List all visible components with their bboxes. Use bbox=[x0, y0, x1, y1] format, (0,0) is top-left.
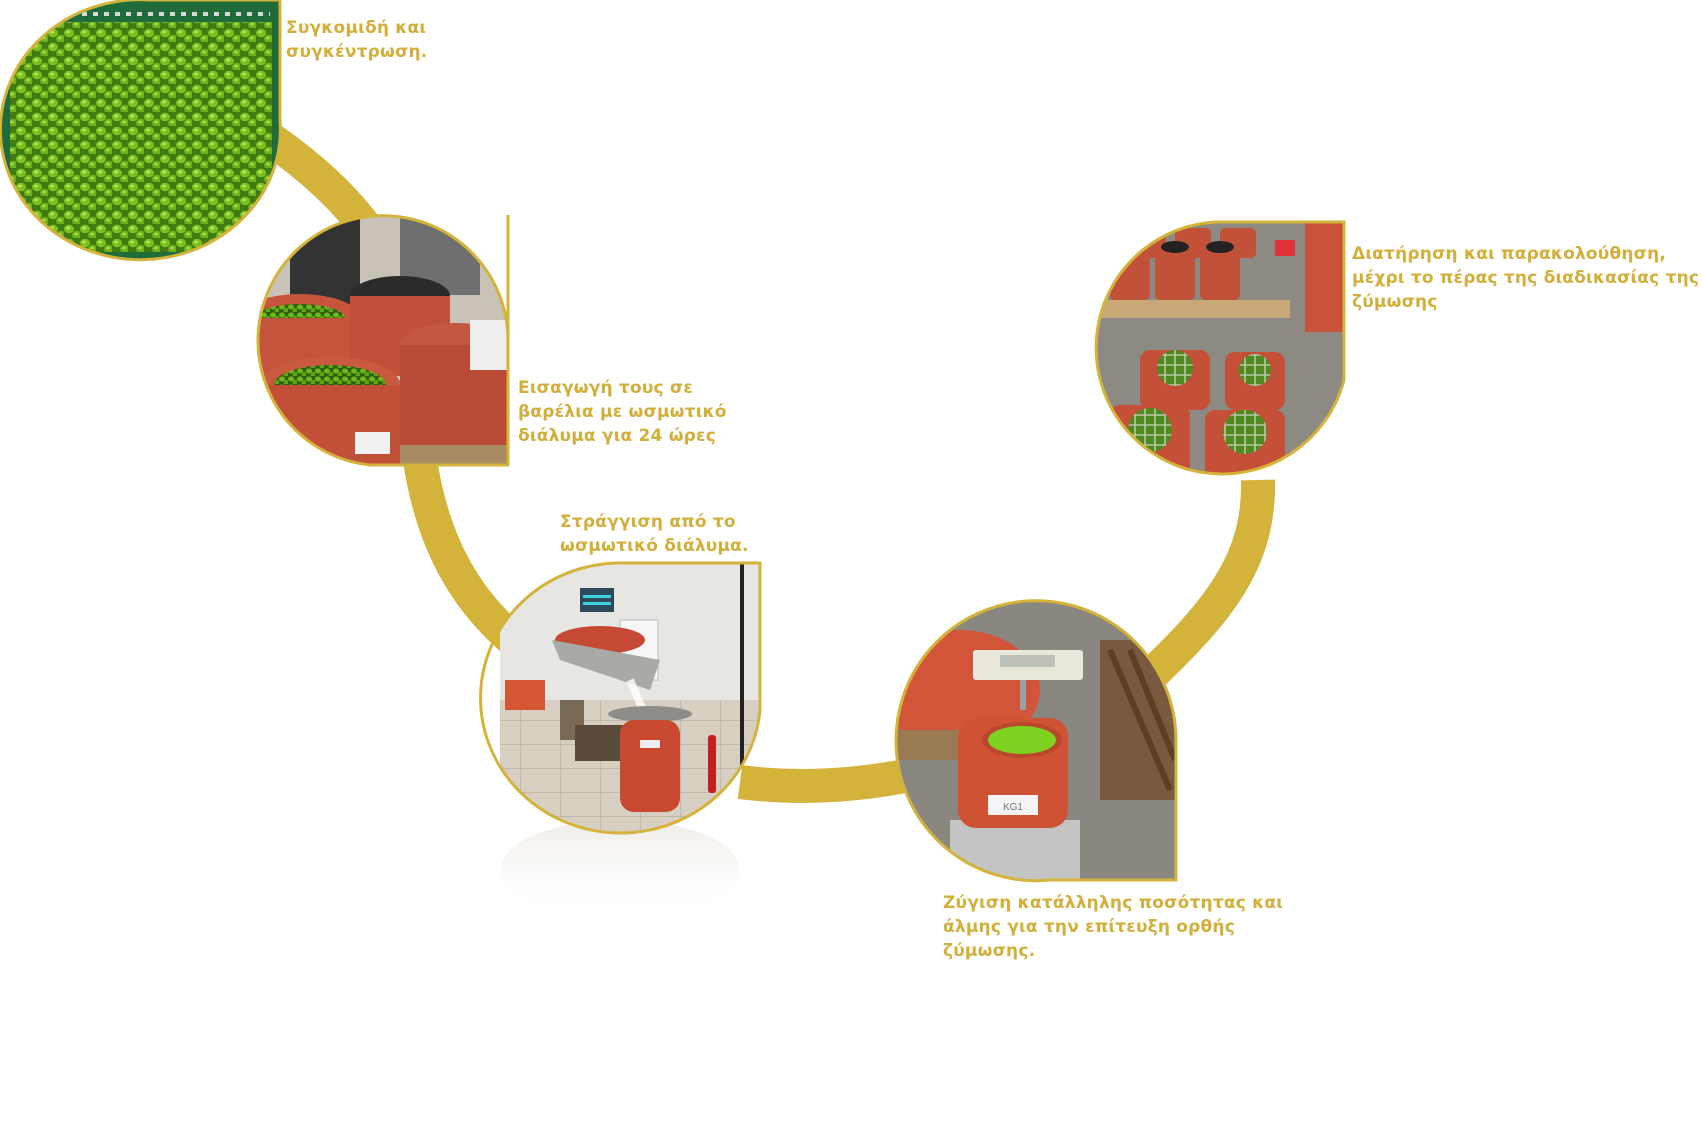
step-osmotic-barrels-label-line: Εισαγωγή τους σε bbox=[518, 378, 694, 398]
step-harvest-label-line: Συγκομιδή και bbox=[286, 18, 427, 38]
step-monitoring-photo bbox=[1094, 220, 1346, 476]
step-weighing-label-line: άλμης για την επίτευξη ορθής bbox=[943, 917, 1235, 937]
step-monitoring-label-line: μέχρι το πέρας της διαδικασίας της bbox=[1352, 268, 1700, 288]
step-weighing-label-line: Ζύγιση κατάλληλης ποσότητας και bbox=[943, 893, 1284, 913]
step-osmotic-barrels-label-line: διάλυμα για 24 ώρες bbox=[518, 426, 716, 446]
step-draining-label-line: Στράγγιση από το bbox=[560, 512, 736, 532]
connector-segment-3 bbox=[737, 758, 914, 803]
step-draining-label: Στράγγιση από το ωσμωτικό διάλυμα. bbox=[560, 510, 749, 558]
step-monitoring-label-line: ζύμωσης bbox=[1352, 292, 1438, 312]
step-monitoring-label-line: Διατήρηση και παρακολούθηση, bbox=[1352, 244, 1667, 264]
step-harvest-label: Συγκομιδή και συγκέντρωση. bbox=[286, 16, 427, 64]
scale-container-tag: KG1 bbox=[1003, 802, 1023, 813]
step-harvest-label-line: συγκέντρωση. bbox=[286, 42, 428, 62]
step-osmotic-barrels-label-line: βαρέλια με ωσμωτικό bbox=[518, 402, 727, 422]
step-draining-photo bbox=[479, 561, 762, 920]
step-osmotic-barrels-label: Εισαγωγή τους σε βαρέλια με ωσμωτικό διά… bbox=[518, 376, 727, 448]
step-weighing-label-line: ζύμωσης. bbox=[943, 941, 1036, 961]
step-weighing-label: Ζύγιση κατάλληλης ποσότητας και άλμης γι… bbox=[943, 891, 1283, 963]
step-harvest-photo bbox=[0, 0, 282, 262]
connector-segment-4 bbox=[1134, 479, 1276, 693]
step-draining-label-line: ωσμωτικό διάλυμα. bbox=[560, 536, 749, 556]
step-weighing-photo: KG1 bbox=[894, 599, 1178, 883]
step-monitoring-label: Διατήρηση και παρακολούθηση, μέχρι το πέ… bbox=[1352, 242, 1699, 314]
step-osmotic-barrels-photo bbox=[256, 214, 510, 467]
